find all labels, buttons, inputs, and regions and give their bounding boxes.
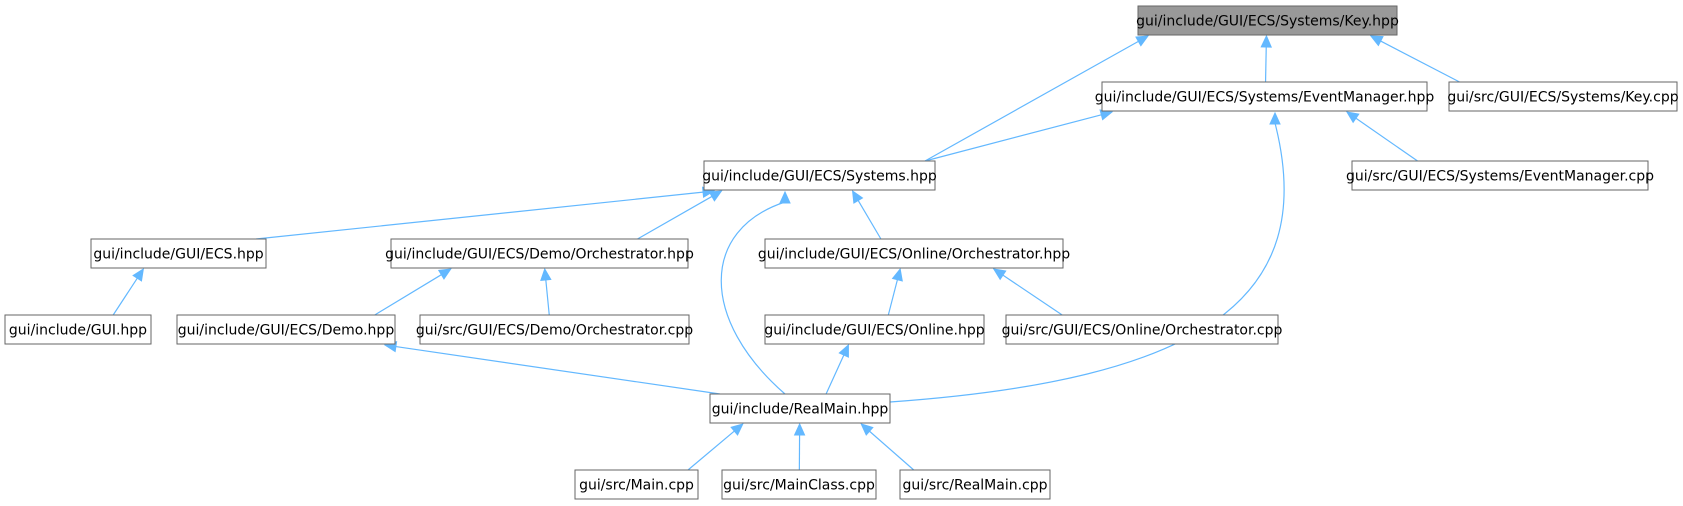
edge-gui-hpp-to-ecs-hpp (112, 277, 138, 316)
edge-realmain-hpp-to-online-hpp-arrowhead (838, 343, 849, 358)
node-label: gui/src/GUI/ECS/Demo/Orchestrator.cpp (416, 323, 693, 339)
node-box (709, 393, 891, 424)
node-main-cpp[interactable]: gui/src/Main.cpp (574, 469, 699, 500)
edge-online-hpp-to-online-orch-hpp-arrowhead (891, 267, 903, 282)
node-box (721, 469, 877, 500)
edge-demo-orch-cpp-to-demo-orch-hpp-arrowhead (540, 267, 552, 282)
graph-nodes: gui/include/GUI/ECS/Systems/Key.hpp gui/i… (4, 5, 1679, 500)
node-label: gui/include/GUI/ECS/Demo/Orchestrator.hp… (385, 247, 694, 263)
node-label: gui/src/RealMain.cpp (902, 478, 1047, 494)
edge-key-cpp-to-key-hpp-arrowhead (1369, 35, 1384, 47)
node-systems-hpp[interactable]: gui/include/GUI/ECS/Systems.hpp (702, 160, 937, 191)
node-eventmanager-hpp[interactable]: gui/include/GUI/ECS/Systems/EventManager… (1095, 81, 1435, 112)
node-demo-orch-cpp[interactable]: gui/src/GUI/ECS/Demo/Orchestrator.cpp (416, 314, 693, 345)
edge-systems-hpp-to-key-hpp (924, 40, 1139, 162)
node-label: gui/include/GUI/ECS.hpp (93, 247, 263, 263)
node-online-orch-cpp[interactable]: gui/src/GUI/ECS/Online/Orchestrator.cpp (1002, 314, 1283, 345)
edge-gui-hpp-to-ecs-hpp-arrowhead (132, 267, 144, 282)
node-box (4, 314, 152, 345)
edge-online-hpp-to-online-orch-hpp (887, 279, 899, 316)
node-label: gui/include/GUI/ECS/Demo.hpp (178, 323, 395, 339)
edge-eventmanager-cpp-to-eventmanager-hpp-arrowhead (1345, 111, 1360, 124)
node-label: gui/include/GUI/ECS/Systems/EventManager… (1095, 90, 1435, 106)
node-online-orch-hpp[interactable]: gui/include/GUI/ECS/Online/Orchestrator.… (758, 238, 1070, 269)
node-key-hpp[interactable]: gui/include/GUI/ECS/Systems/Key.hpp (1136, 5, 1399, 36)
node-online-hpp[interactable]: gui/include/GUI/ECS/Online.hpp (764, 314, 985, 345)
edge-eventmanager-cpp-to-eventmanager-hpp (1355, 117, 1418, 162)
node-box (1448, 81, 1678, 112)
node-box (390, 238, 689, 269)
node-box (1101, 81, 1428, 112)
node-box (1137, 5, 1398, 36)
edge-realmain-hpp-to-systems-hpp (720, 201, 786, 395)
edge-main-cpp-to-realmain-hpp (687, 430, 735, 471)
edge-eventmanager-hpp-to-key-hpp (1264, 46, 1267, 83)
node-box (574, 469, 699, 500)
edge-demo-orch-cpp-to-demo-orch-hpp (545, 279, 550, 316)
node-box (90, 238, 267, 269)
node-label: gui/include/GUI/ECS/Systems.hpp (702, 169, 937, 185)
node-demo-hpp[interactable]: gui/include/GUI/ECS/Demo.hpp (176, 314, 396, 345)
node-box (764, 314, 985, 345)
node-label: gui/include/GUI.hpp (9, 323, 147, 339)
node-ecs-hpp[interactable]: gui/include/GUI/ECS.hpp (90, 238, 267, 269)
edge-mainclass-cpp-to-realmain-hpp-arrowhead (793, 422, 806, 436)
node-demo-orch-hpp[interactable]: gui/include/GUI/ECS/Demo/Orchestrator.hp… (385, 238, 694, 269)
node-label: gui/src/GUI/ECS/Systems/EventManager.cpp (1346, 169, 1654, 185)
edge-realmain-hpp-to-eventmanager-hpp-arrowhead (1269, 111, 1281, 125)
node-label: gui/src/Main.cpp (579, 478, 694, 494)
edge-realmain-cpp-to-realmain-hpp (869, 430, 915, 471)
node-realmain-cpp[interactable]: gui/src/RealMain.cpp (899, 469, 1051, 500)
edge-demo-hpp-to-demo-orch-hpp (374, 274, 442, 316)
edge-main-cpp-to-realmain-hpp-arrowhead (730, 423, 744, 436)
edge-realmain-hpp-to-demo-hpp (395, 345, 721, 395)
node-box (703, 160, 936, 191)
edge-eventmanager-hpp-to-key-hpp-arrowhead (1260, 34, 1273, 48)
edge-realmain-hpp-to-online-hpp (825, 354, 845, 395)
edge-online-orch-cpp-to-online-orch-hpp-arrowhead (992, 268, 1007, 281)
edge-demo-hpp-to-demo-orch-hpp-arrowhead (437, 268, 452, 280)
edge-realmain-hpp-to-systems-hpp-arrowhead (779, 190, 791, 204)
node-eventmanager-cpp[interactable]: gui/src/GUI/ECS/Systems/EventManager.cpp (1346, 160, 1654, 191)
node-box (176, 314, 396, 345)
node-label: gui/include/GUI/ECS/Online/Orchestrator.… (758, 247, 1070, 263)
edge-ecs-hpp-to-systems-hpp (255, 191, 704, 240)
node-label: gui/include/GUI/ECS/Online.hpp (764, 323, 984, 339)
node-box (419, 314, 690, 345)
node-realmain-hpp[interactable]: gui/include/RealMain.hpp (709, 393, 891, 424)
node-box (899, 469, 1051, 500)
node-mainclass-cpp[interactable]: gui/src/MainClass.cpp (721, 469, 877, 500)
node-key-cpp[interactable]: gui/src/GUI/ECS/Systems/Key.cpp (1447, 81, 1679, 112)
edge-key-cpp-to-key-hpp (1380, 40, 1460, 83)
node-label: gui/src/MainClass.cpp (723, 478, 875, 494)
node-box (1005, 314, 1279, 345)
edge-online-orch-hpp-to-systems-hpp (857, 200, 882, 240)
node-gui-hpp[interactable]: gui/include/GUI.hpp (4, 314, 152, 345)
edge-systems-hpp-to-key-hpp-arrowhead (1135, 35, 1150, 47)
node-label: gui/src/GUI/ECS/Systems/Key.cpp (1447, 90, 1678, 106)
edge-online-orch-cpp-to-online-orch-hpp (1002, 274, 1063, 316)
edge-demo-orch-hpp-to-systems-hpp (637, 195, 713, 240)
node-box (1351, 160, 1649, 191)
node-label: gui/src/GUI/ECS/Online/Orchestrator.cpp (1002, 323, 1283, 339)
node-label: gui/include/GUI/ECS/Systems/Key.hpp (1136, 14, 1399, 30)
edge-online-orch-hpp-to-systems-hpp-arrowhead (851, 189, 864, 204)
edge-demo-orch-hpp-to-systems-hpp-arrowhead (708, 190, 723, 202)
graph-edges (112, 34, 1460, 471)
node-box (764, 238, 1064, 269)
node-label: gui/include/RealMain.hpp (712, 402, 889, 418)
edge-systems-hpp-to-eventmanager-hpp (924, 114, 1102, 162)
edge-realmain-cpp-to-realmain-hpp-arrowhead (860, 423, 874, 436)
